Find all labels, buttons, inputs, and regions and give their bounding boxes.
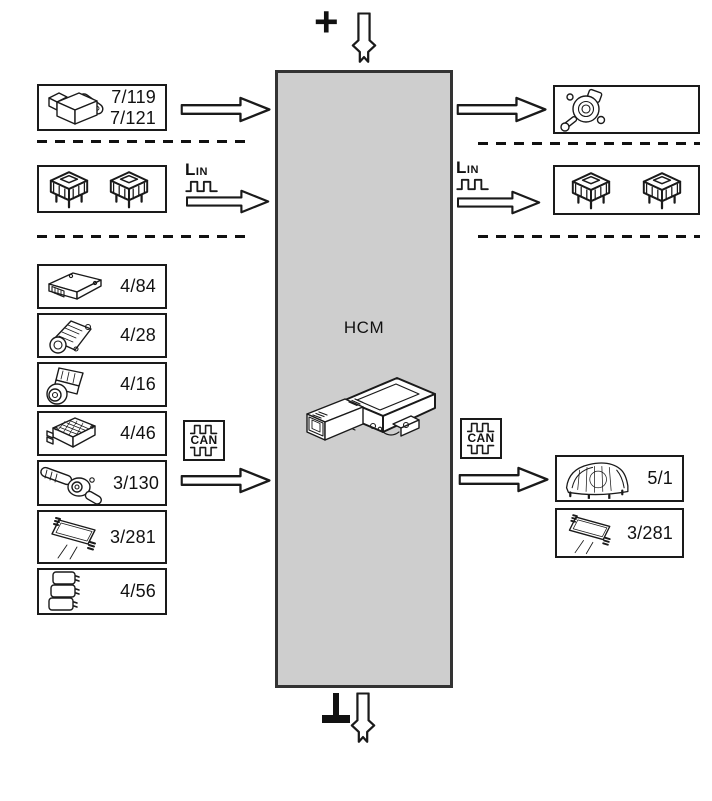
component-box: 4/56 (37, 568, 167, 615)
can-wave-icon (464, 444, 498, 455)
can-bus-symbol: CAN (460, 418, 502, 459)
pump-module-icon (43, 364, 95, 406)
control-modules-icon (43, 168, 95, 210)
component-label: 4/28 (120, 325, 156, 345)
display-unit-icon (43, 514, 107, 560)
lin-bus-label: LIN (185, 160, 208, 179)
component-label: 3/281 (626, 522, 673, 543)
steering-stalk-icon (39, 461, 113, 505)
arrow-right-icon (180, 467, 272, 494)
divider-dashed (478, 142, 700, 145)
arrow-right-icon (184, 189, 272, 214)
lin-bus-symbol: LIN (455, 158, 501, 191)
lin-bus-label: LIN (456, 158, 479, 177)
component-label: 3/281 (109, 526, 156, 547)
ignition-switch-icon (43, 88, 107, 128)
control-modules-icon (565, 169, 617, 211)
lin-bus-symbol: LIN (184, 160, 230, 193)
control-modules-icon (636, 169, 688, 211)
ground-icon (322, 715, 350, 723)
component-box: 4/28 (37, 313, 167, 358)
arrow-down-icon (350, 691, 376, 746)
can-wave-icon (187, 446, 221, 457)
component-box: 3/130 (37, 460, 167, 506)
can-bus-label: CAN (467, 431, 495, 445)
ground-icon (333, 693, 339, 718)
camera-module-icon (43, 316, 99, 356)
switch-pack-icon (43, 570, 85, 614)
ecu-grid-module-icon (43, 415, 101, 453)
component-box: 3/281 (37, 510, 167, 564)
component-label: 5/1 (647, 468, 673, 488)
hcm-label: HCM (343, 318, 385, 337)
component-box: 5/1 (555, 455, 684, 502)
control-modules-icon (103, 168, 155, 210)
can-bus-symbol: CAN (183, 420, 225, 461)
component-box-headlamp (553, 85, 700, 134)
divider-dashed (37, 235, 245, 238)
component-box: 3/281 (555, 508, 684, 558)
component-label: 4/16 (120, 374, 156, 394)
arrow-right-icon (455, 190, 543, 215)
display-unit-icon (561, 511, 621, 555)
divider-dashed (37, 140, 245, 143)
can-bus-label: CAN (190, 433, 218, 447)
component-box-lin-modules-right (553, 165, 700, 215)
hcm-module-box: HCM (275, 70, 453, 688)
component-label: 3/130 (113, 472, 160, 493)
ecu-flat-module-icon (43, 269, 107, 305)
arrow-right-icon (456, 96, 548, 123)
component-box: 4/16 (37, 362, 167, 407)
arrow-right-icon (180, 96, 272, 123)
component-box-lin-modules-left (37, 165, 167, 213)
divider-dashed (478, 235, 700, 238)
component-label: 4/84 (120, 276, 156, 296)
component-label: 4/46 (120, 423, 156, 443)
hcm-module-icon (293, 358, 443, 476)
arrow-right-icon (458, 466, 550, 493)
component-box: 4/84 (37, 264, 167, 309)
component-box: 4/46 (37, 411, 167, 456)
instrument-cluster-icon (561, 458, 639, 499)
component-label: 4/56 (120, 581, 156, 601)
headlamp-actuator-icon (559, 87, 607, 133)
plus-symbol: + (314, 0, 339, 45)
arrow-down-icon (351, 11, 377, 66)
